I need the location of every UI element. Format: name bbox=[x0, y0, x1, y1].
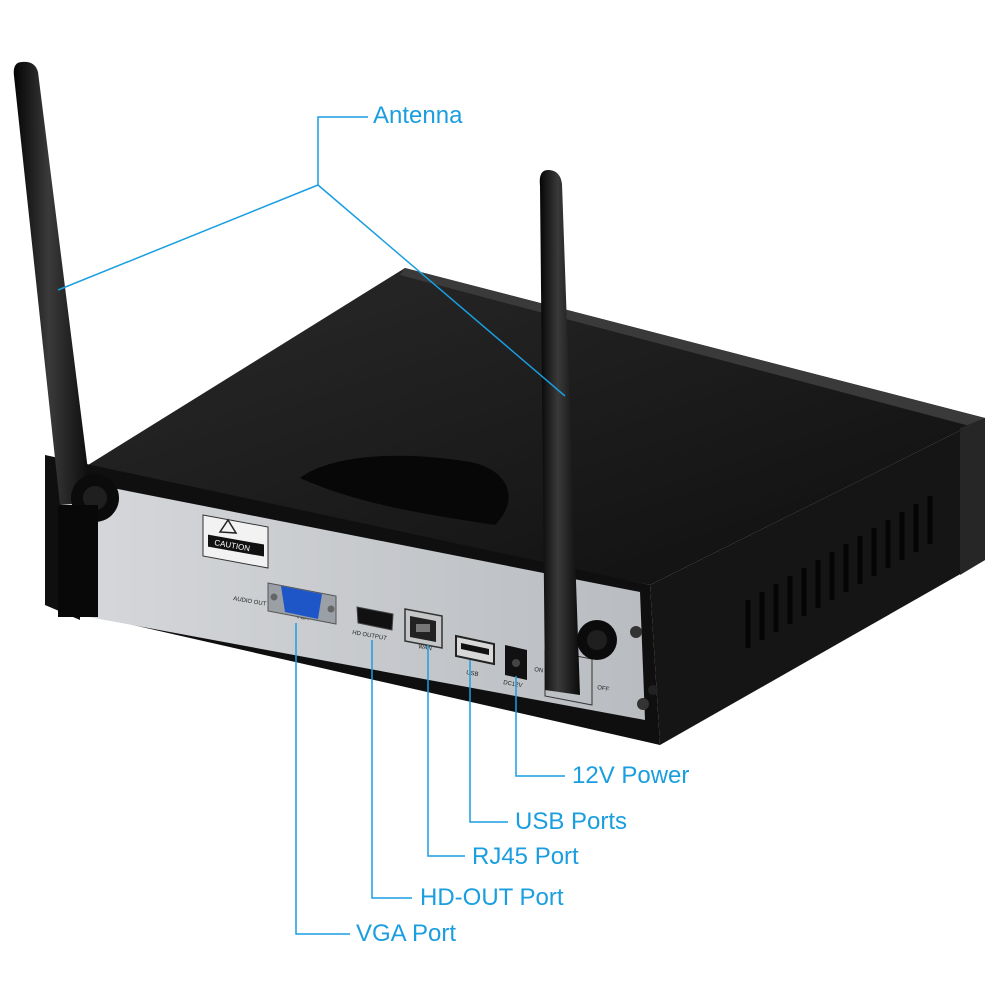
vga-port bbox=[267, 582, 337, 625]
usb-port bbox=[455, 634, 495, 666]
rj45-leader bbox=[427, 645, 465, 857]
case-right-side bbox=[650, 418, 985, 745]
antenna-leader-left bbox=[57, 184, 319, 291]
vga-label: VGA bbox=[296, 614, 310, 622]
audio-out-label: AUDIO OUT bbox=[233, 596, 267, 608]
hdout-callout: HD-OUT Port bbox=[420, 884, 564, 911]
dc-power-port bbox=[505, 645, 527, 680]
usb-callout: USB Ports bbox=[515, 808, 628, 835]
off-label: OFF bbox=[597, 685, 610, 693]
hdout-leader bbox=[371, 640, 412, 899]
top-grip bbox=[300, 455, 509, 525]
callout-lines bbox=[57, 116, 566, 935]
rj45-callout: RJ45 Port bbox=[472, 843, 579, 870]
on-label: ON bbox=[534, 667, 544, 674]
antenna-leader-right bbox=[317, 184, 566, 397]
ground-screw bbox=[630, 626, 642, 638]
usb-label: USB bbox=[466, 670, 479, 678]
vga-callout: VGA Port bbox=[356, 920, 457, 947]
wan-label: WAN bbox=[418, 644, 433, 652]
rj45-port bbox=[404, 608, 443, 649]
power-callout: 12V Power bbox=[572, 762, 690, 789]
side-vents bbox=[745, 496, 933, 648]
caution-sticker: CAUTION bbox=[202, 514, 269, 569]
panel-screw bbox=[648, 685, 658, 695]
antenna-callout: Antenna bbox=[373, 102, 463, 129]
hdmi-port bbox=[356, 606, 394, 631]
antenna-leader bbox=[317, 116, 368, 185]
antenna-left bbox=[13, 61, 119, 617]
vga-leader bbox=[295, 623, 350, 935]
usb-leader bbox=[469, 660, 508, 823]
dc12v-label: DC12V bbox=[503, 680, 523, 689]
ground-symbol bbox=[637, 698, 649, 710]
power-leader bbox=[515, 676, 565, 777]
antenna-right bbox=[539, 170, 617, 695]
